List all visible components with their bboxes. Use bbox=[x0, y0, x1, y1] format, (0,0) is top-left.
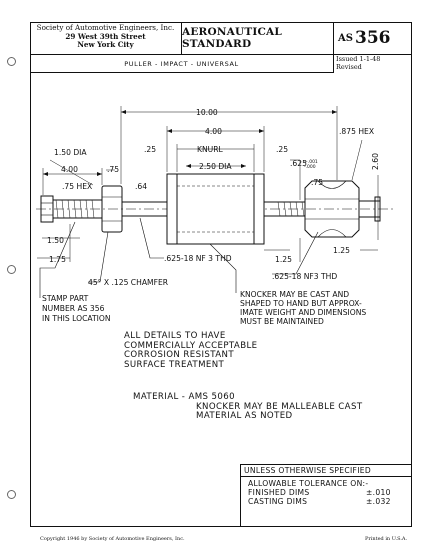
dim-thread-2: .625-18 NF3 THD bbox=[272, 272, 337, 281]
drawing-sheet-border bbox=[30, 22, 412, 527]
document-title: AERONAUTICAL STANDARD bbox=[182, 22, 334, 55]
material-line1: MATERIAL - AMS 5060 bbox=[133, 392, 235, 402]
dim-dia-250: 2.50 DIA bbox=[199, 162, 232, 171]
tolerance-box bbox=[240, 464, 412, 527]
copyright: Copyright 1946 by Society of Automotive … bbox=[40, 536, 185, 542]
puller-technical-drawing: 10.00 4.00 KNURL .25 .25 .875 HEX 1.50 D… bbox=[36, 106, 396, 326]
dim-175: 1.75 bbox=[49, 255, 66, 264]
printed-in: Printed in U.S.A. bbox=[365, 536, 408, 542]
dim-125-b: 1.25 bbox=[333, 246, 350, 255]
tolerance-title: ALLOWABLE TOLERANCE ON:- bbox=[248, 479, 369, 488]
right-end-cap bbox=[374, 196, 381, 222]
material-line3: MATERIAL AS NOTED bbox=[196, 411, 293, 422]
left-rod-thread bbox=[55, 199, 95, 219]
note-line: COMMERCIALLY ACCEPTABLE bbox=[124, 340, 258, 351]
thread1-leader bbox=[139, 217, 164, 259]
knocker-note-line3: IMATE WEIGHT AND DIMENSIONS bbox=[240, 308, 366, 317]
material-line2: KNOCKER MAY BE MALLEABLE CAST bbox=[196, 401, 363, 412]
right-rod-thread bbox=[277, 201, 305, 217]
tolerance-body: ALLOWABLE TOLERANCE ON:- FINISHED DIMS ±… bbox=[248, 479, 391, 507]
left-hex-nut bbox=[101, 185, 123, 233]
dim-len-400: 4.00 bbox=[61, 165, 78, 174]
dim-left-25: .25 bbox=[144, 145, 156, 154]
dim-64: .64 bbox=[135, 182, 147, 191]
dim-knurl: KNURL bbox=[197, 145, 223, 154]
tolerance-value: ±.010 bbox=[366, 487, 391, 497]
dim-overall: 10.00 bbox=[196, 108, 218, 117]
tolerance-header: UNLESS OTHERWISE SPECIFIED bbox=[240, 464, 412, 477]
header-organization: Society of Automotive Engineers, Inc. 29… bbox=[30, 22, 182, 55]
general-notes: ALL DETAILS TO HAVE COMMERCIALLY ACCEPTA… bbox=[124, 331, 258, 370]
knocker-body bbox=[166, 173, 265, 245]
stamp-leader bbox=[39, 221, 76, 298]
knocker-knurl-left bbox=[166, 173, 178, 245]
tolerance-label: CASTING DIMS bbox=[248, 496, 308, 506]
note-line: SURFACE TREATMENT bbox=[124, 359, 225, 370]
standard-number: 356 bbox=[354, 28, 391, 48]
dim-tol-625-sub: -.000 bbox=[304, 164, 316, 170]
dim-thread-1: .625-18 NF 3 THD bbox=[164, 254, 232, 263]
stamp-note-line3: IN THIS LOCATION bbox=[42, 314, 111, 323]
issue-info: Issued 1-1-48 Revised bbox=[336, 55, 381, 71]
binder-hole-bottom bbox=[7, 490, 16, 499]
knocker-leader bbox=[209, 243, 237, 293]
org-name: Society of Automotive Engineers, Inc. bbox=[36, 23, 175, 32]
note-line: ALL DETAILS TO HAVE bbox=[124, 331, 226, 341]
tolerance-value: ±.032 bbox=[366, 496, 391, 506]
left-hex-end bbox=[40, 195, 54, 223]
dim-2-60: 2.60 bbox=[371, 153, 380, 170]
standard-number-box: AS 356 bbox=[334, 22, 412, 55]
right-hex-nut bbox=[304, 180, 360, 238]
tolerance-row: FINISHED DIMS ±.010 bbox=[248, 487, 391, 498]
thread2-leader bbox=[272, 231, 319, 275]
stamp-note-line1: STAMP PART bbox=[42, 294, 89, 303]
dim-125-a: 1.25 bbox=[275, 255, 292, 264]
binder-hole-middle bbox=[7, 265, 16, 274]
tolerance-label: FINISHED DIMS bbox=[248, 487, 310, 497]
knocker-knurl-right bbox=[253, 173, 265, 245]
knocker-note-line1: KNOCKER MAY BE CAST AND bbox=[240, 290, 349, 299]
note-line: CORROSION RESISTANT bbox=[124, 350, 234, 361]
dim-dia-150: 1.50 DIA bbox=[54, 148, 87, 157]
knocker-note-line4: MUST BE MAINTAINED bbox=[240, 317, 324, 326]
material-spec: MATERIAL - AMS 5060 KNOCKER MAY BE MALLE… bbox=[133, 392, 363, 422]
revised-label: Revised bbox=[336, 62, 362, 71]
issued-date: Issued 1-1-48 bbox=[336, 55, 381, 63]
knocker-note-line2: SHAPED TO HAND BUT APPROX- bbox=[240, 299, 362, 308]
org-address: 29 West 39th Street bbox=[65, 31, 146, 41]
part-subtitle: PULLER - IMPACT - UNIVERSAL bbox=[30, 55, 334, 73]
chamfer-leader bbox=[88, 231, 109, 283]
dim-tol-625: .625 bbox=[290, 159, 307, 168]
dim-hex-75: .75 HEX bbox=[62, 182, 92, 191]
tolerance-row: CASTING DIMS ±.032 bbox=[248, 496, 391, 507]
dim-chamfer: 45° X .125 CHAMFER bbox=[88, 278, 169, 287]
dim-150-b: 1.50 bbox=[47, 236, 64, 245]
stamp-note-line2: NUMBER AS 356 bbox=[42, 304, 105, 313]
dim-body: 4.00 bbox=[205, 127, 222, 136]
dim-right-25: .25 bbox=[276, 145, 288, 154]
org-city: New York City bbox=[77, 40, 134, 50]
dim-tol-625-sup: +.001 bbox=[304, 159, 318, 165]
standard-prefix: AS bbox=[338, 32, 353, 44]
dim-75-a: .75 bbox=[107, 165, 119, 174]
dim-75-b: .75 bbox=[311, 178, 323, 187]
binder-hole-top bbox=[7, 57, 16, 66]
dim-hex-875: .875 HEX bbox=[339, 127, 374, 136]
